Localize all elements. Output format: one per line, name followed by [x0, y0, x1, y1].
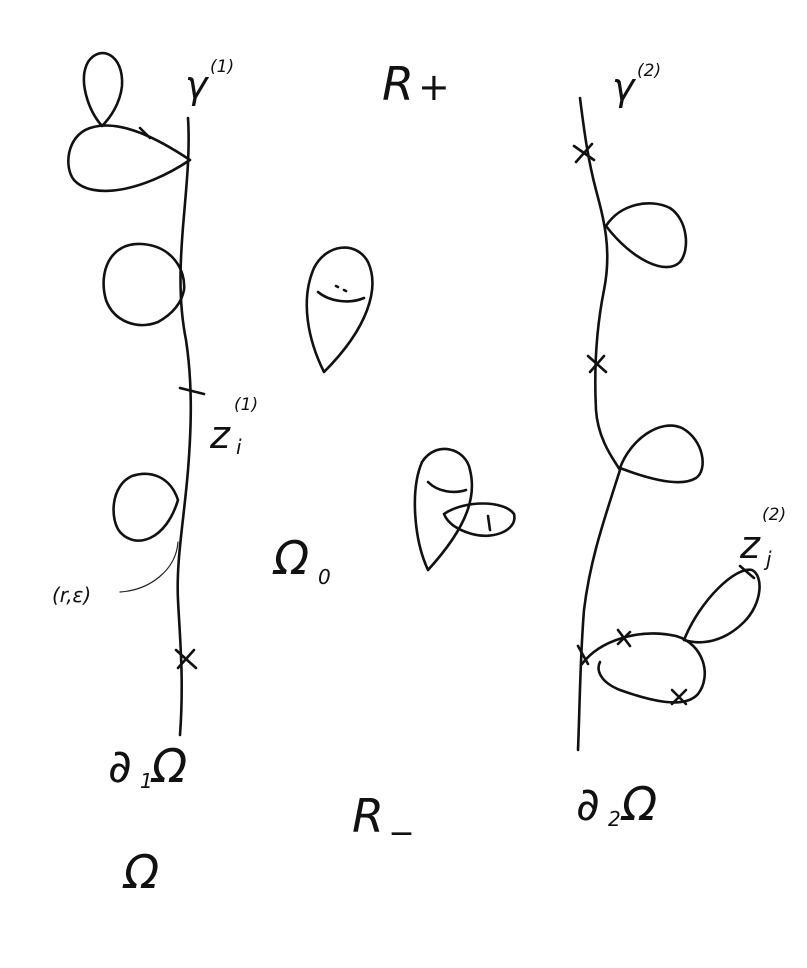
- z1-superscript: (1): [234, 395, 258, 415]
- interior-loop-upper-outline: [305, 246, 374, 374]
- omega0-subscript: 0: [318, 565, 331, 589]
- r-eps-text: (r,ε): [52, 583, 91, 607]
- right-tick-top: [572, 142, 596, 164]
- gamma2-superscript: (2): [637, 61, 661, 81]
- omega0-symbol: Ω: [272, 531, 309, 585]
- right-loop-attached: [682, 568, 761, 644]
- interior-loop-lower: [413, 447, 516, 572]
- r-eps-pointer: [119, 541, 179, 593]
- label-r-eps: (r,ε): [52, 583, 91, 607]
- left-loop-top-teardrop: [67, 124, 192, 193]
- z1-subscript: i: [236, 435, 242, 459]
- right-tick-base: [576, 644, 590, 666]
- d2-partial: ∂: [576, 777, 600, 831]
- d2-omega: Ω: [620, 777, 657, 831]
- right-tick-middle: [586, 354, 608, 374]
- z1-symbol: z: [209, 413, 231, 457]
- label-gamma1: γ (1): [185, 57, 234, 107]
- gamma1-symbol: γ: [185, 63, 210, 107]
- left-loop-lower: [112, 472, 180, 542]
- left-tick-z1: [178, 386, 206, 396]
- right-tick-loop-bottom: [670, 688, 688, 706]
- interior-loop-upper-inner: [316, 290, 366, 303]
- right-tick-z2: [738, 564, 756, 580]
- right-tick-loop: [616, 628, 632, 648]
- z2-superscript: (2): [762, 505, 786, 525]
- left-loop-top-small: [82, 51, 124, 128]
- d1-omega: Ω: [150, 739, 187, 793]
- d1-partial: ∂: [108, 739, 132, 793]
- left-tick-bottom: [174, 648, 198, 670]
- left-boundary-curve: [67, 51, 206, 737]
- gamma1-superscript: (1): [210, 57, 234, 77]
- z2-subscript: j: [763, 547, 772, 571]
- r-minus-sign: _: [391, 791, 412, 835]
- omega-symbol: Ω: [122, 845, 159, 899]
- interior-loop-lower-lobe-mark: [486, 514, 492, 532]
- label-omega0: Ω 0: [272, 531, 331, 589]
- d1-subscript: 1: [140, 769, 153, 793]
- left-boundary-line: [176, 116, 193, 737]
- gamma2-symbol: γ: [612, 65, 637, 109]
- label-r-minus: R _: [352, 789, 412, 843]
- right-boundary-curve: [572, 96, 761, 752]
- right-loop-upper: [604, 202, 688, 269]
- interior-loop-upper: [305, 246, 374, 374]
- label-z2: z (2) j: [739, 505, 786, 571]
- label-d2-omega: ∂ 2 Ω: [576, 777, 657, 831]
- label-z1: z (1) i: [209, 395, 258, 459]
- left-loop-middle: [102, 242, 186, 327]
- label-d1-omega: ∂ 1 Ω: [108, 739, 187, 793]
- right-loop-middle: [618, 424, 704, 484]
- r-minus-letter: R: [352, 789, 384, 843]
- interior-loop-lower-lobe: [442, 502, 516, 538]
- right-boundary-line: [576, 96, 622, 752]
- interior-loop-upper-dots: [334, 284, 348, 293]
- z2-symbol: z: [739, 523, 761, 567]
- label-omega: Ω: [122, 845, 159, 899]
- r-plus-letter: R: [382, 57, 414, 111]
- label-gamma2: γ (2): [612, 61, 661, 109]
- d2-subscript: 2: [608, 807, 621, 831]
- interior-loop-lower-inner: [426, 480, 468, 494]
- label-r-plus: R +: [382, 57, 450, 111]
- interior-loop-lower-outline: [413, 447, 474, 572]
- left-tick-top: [138, 126, 152, 140]
- r-plus-sign: +: [418, 65, 450, 109]
- right-loop-bottom: [580, 632, 707, 704]
